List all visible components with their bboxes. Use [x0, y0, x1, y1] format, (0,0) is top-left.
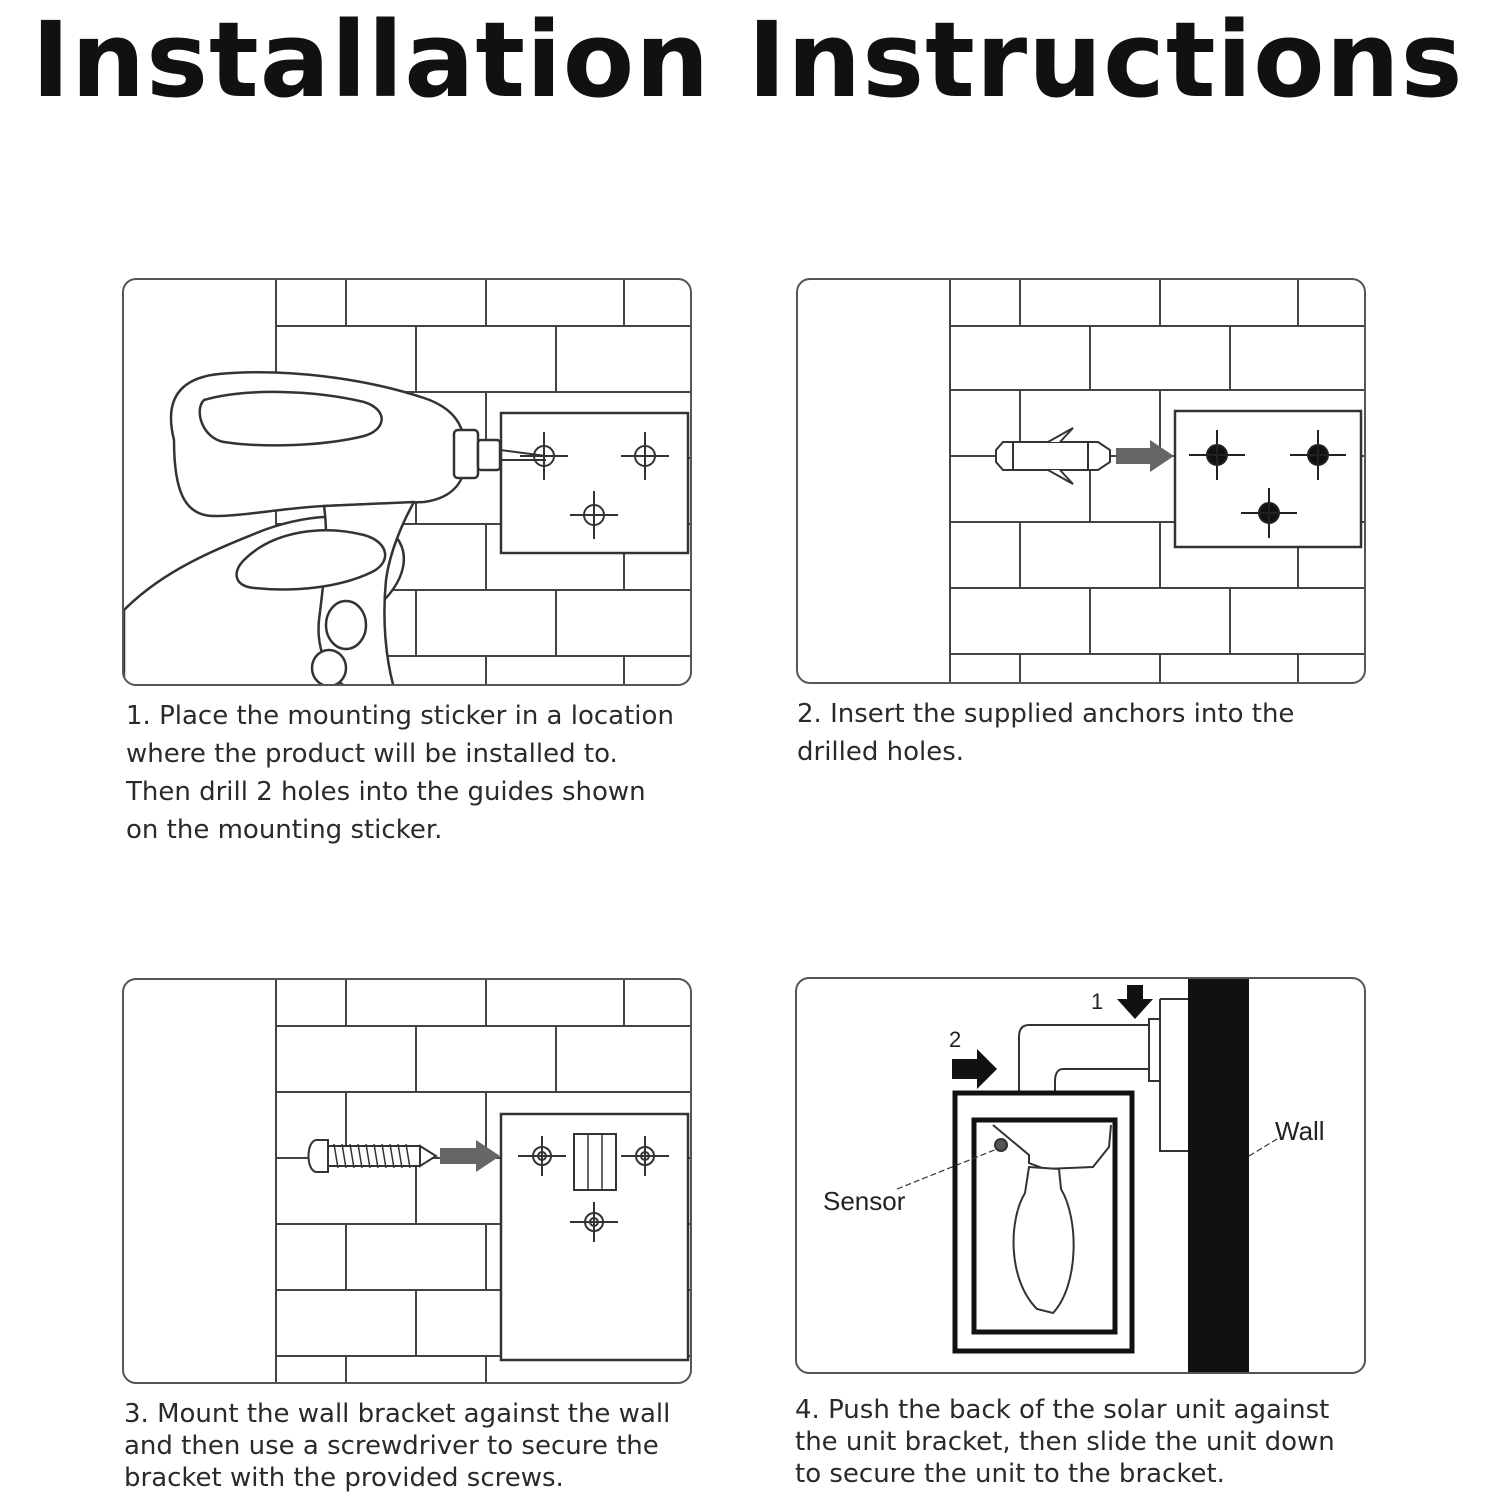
step-4-drawing: Wall Sensor 1 2: [823, 979, 1325, 1372]
step-1-illustration: [122, 278, 692, 686]
step-3-drawing: [275, 980, 690, 1382]
arrow-right-icon: [952, 1049, 997, 1089]
step-1-caption: 1. Place the mounting sticker in a locat…: [126, 701, 674, 845]
step-2-drawing: [949, 280, 1364, 682]
arrow-right-icon: [1116, 440, 1174, 472]
step-4-illustration: Wall Sensor 1 2: [795, 977, 1366, 1374]
label-step-1: 1: [1091, 989, 1103, 1014]
step-1-drawing: [124, 280, 690, 684]
page-title: Installation Instructions: [31, 0, 1464, 121]
wall-pointer: [1248, 1138, 1278, 1157]
wall-section: [1188, 979, 1249, 1372]
screw-hole-marks: [518, 1136, 669, 1242]
label-step-2: 2: [949, 1027, 961, 1052]
wall-anchor-icon: [995, 427, 1111, 485]
label-sensor: Sensor: [823, 1186, 906, 1216]
light-bulb-icon: [992, 1124, 1112, 1315]
bracket-mount: [1148, 1018, 1161, 1082]
arrow-down-icon: [1117, 985, 1153, 1019]
step-3-illustration: [122, 978, 692, 1384]
step-4-caption: 4. Push the back of the solar unit again…: [795, 1395, 1335, 1489]
step-2-caption: 2. Insert the supplied anchors into the …: [797, 699, 1295, 767]
screw-icon: [307, 1139, 438, 1173]
drilled-hole-marks: [1189, 430, 1346, 538]
label-wall: Wall: [1275, 1116, 1325, 1146]
drill-in-hand-icon: [124, 371, 547, 684]
step-3-caption: 3. Mount the wall bracket against the wa…: [124, 1399, 671, 1493]
bracket-clip: [573, 1133, 617, 1191]
step-2-illustration: [796, 278, 1366, 684]
arrow-right-icon: [440, 1140, 500, 1172]
brick-wall: [949, 280, 1364, 682]
unit-bracket: [1159, 998, 1188, 1152]
